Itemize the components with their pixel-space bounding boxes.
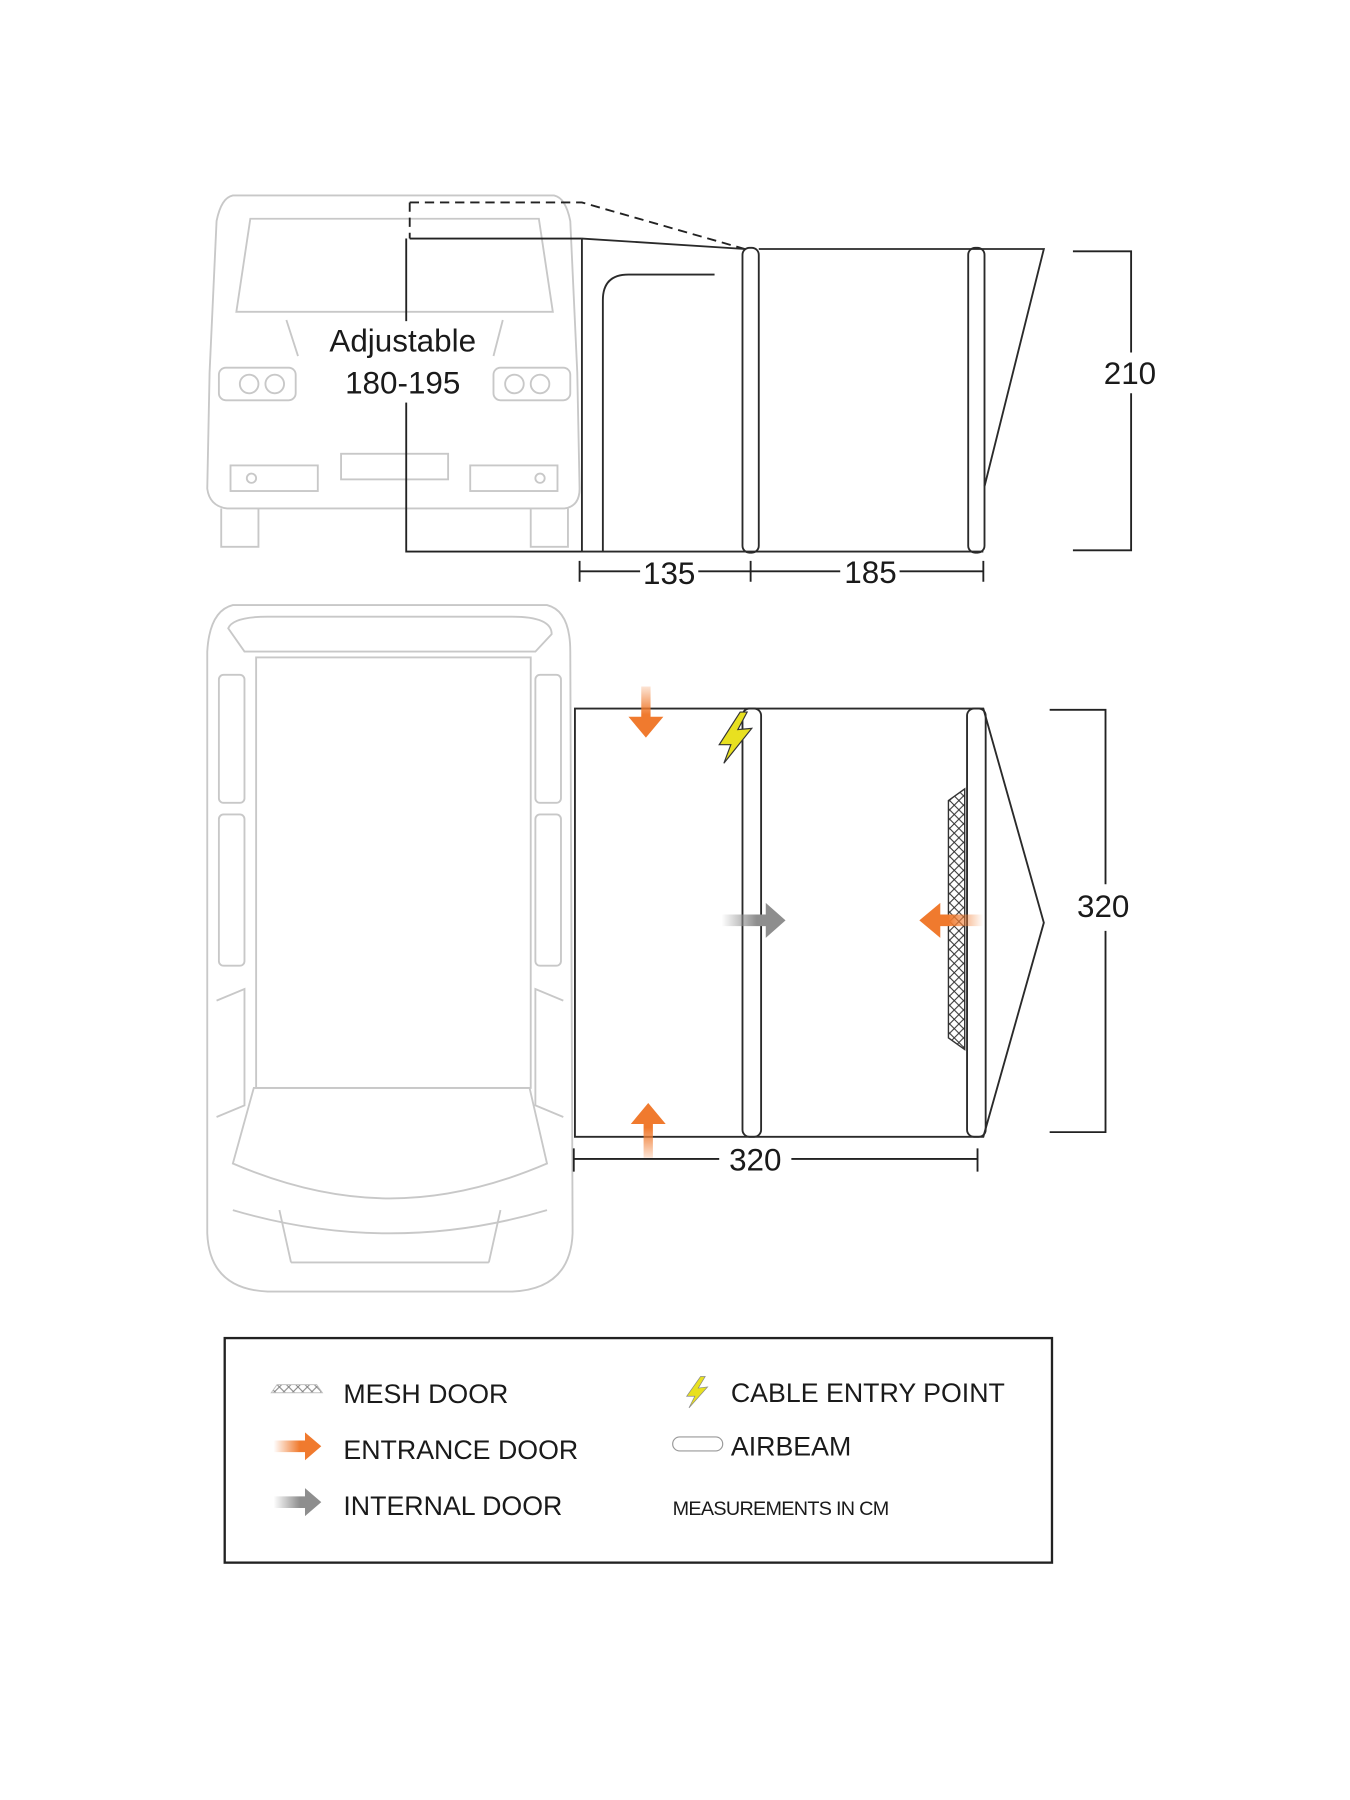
entrance-door-arrow-top — [628, 686, 664, 738]
van-front-view — [206, 194, 581, 548]
legend-airbeam: AIRBEAM — [731, 1432, 851, 1462]
legend-cable-entry-point: CABLE ENTRY POINT — [731, 1378, 1005, 1408]
internal-door-arrow — [721, 902, 786, 938]
height-dimension — [1072, 250, 1133, 552]
legend-mesh-door: MESH DOOR — [343, 1379, 508, 1409]
entrance-door-arrow-side — [919, 902, 984, 938]
mesh-door-icon — [270, 1384, 324, 1394]
airbeam — [741, 246, 760, 554]
cable-entry-icon — [718, 711, 754, 764]
width-dimension — [572, 1148, 979, 1172]
length-dimension — [578, 560, 985, 582]
height-label: 210 — [1104, 356, 1156, 391]
legend-units-note: MEASUREMENTS IN CM — [673, 1498, 889, 1520]
length-rear-label: 185 — [844, 555, 896, 590]
awning-side-view — [580, 237, 1046, 554]
legend-internal-door: INTERNAL DOOR — [343, 1491, 562, 1521]
entrance-door-icon — [273, 1432, 322, 1461]
adjustable-label: Adjustable — [329, 323, 476, 358]
depth-label: 320 — [1077, 889, 1129, 924]
cable-entry-icon — [685, 1376, 709, 1409]
entrance-door-arrow-bottom — [630, 1103, 666, 1158]
airbeam-icon — [672, 1436, 724, 1452]
internal-door-icon — [273, 1488, 322, 1517]
width-label: 320 — [729, 1143, 781, 1178]
van-top-view — [206, 604, 574, 1293]
airbeam — [967, 246, 986, 554]
legend-entrance-door: ENTRANCE DOOR — [343, 1435, 578, 1465]
legend: MESH DOOR ENTRANCE DOOR INTERNAL DOOR CA… — [223, 1336, 1054, 1564]
length-front-label: 135 — [643, 556, 695, 591]
adjustable-range: 180-195 — [345, 365, 460, 400]
depth-dimension — [1049, 708, 1107, 1134]
